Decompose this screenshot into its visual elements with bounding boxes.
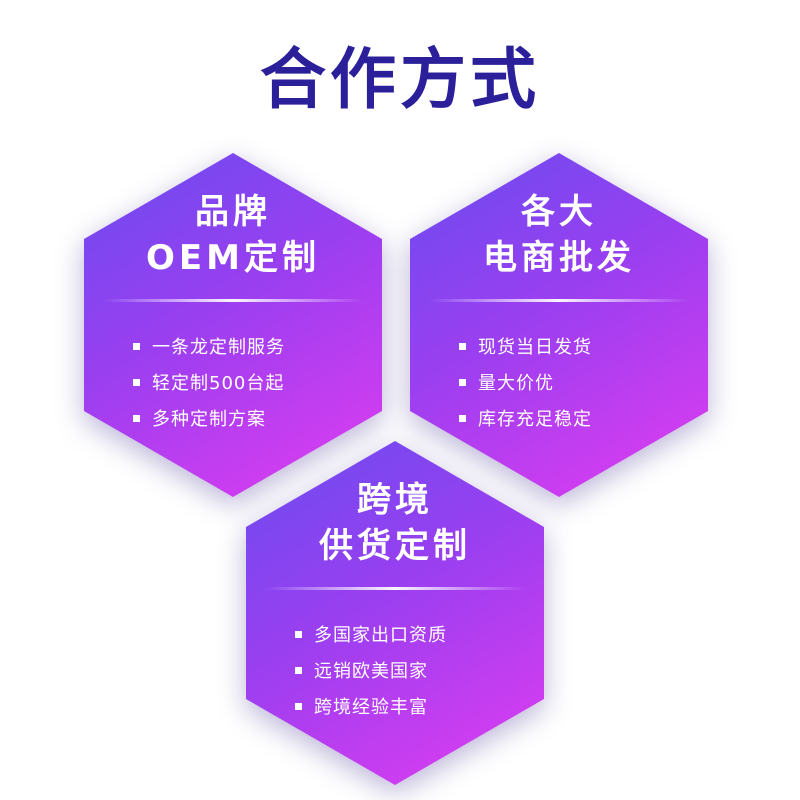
- feature-list: 多国家出口资质 远销欧美国家 跨境经验丰富: [295, 616, 495, 724]
- card-title-line1: 各大: [521, 192, 597, 232]
- card-title-line2: 电商批发: [483, 238, 635, 278]
- card-title-line2: OEM定制: [146, 238, 320, 278]
- card-brand-oem: 品牌 OEM定制 一条龙定制服务 轻定制500台起 多种定制方案: [84, 153, 382, 497]
- list-item: 跨境经验丰富: [295, 688, 495, 724]
- list-item: 轻定制500台起: [133, 364, 333, 400]
- feature-text: 多种定制方案: [152, 409, 266, 430]
- list-item: 远销欧美国家: [295, 652, 495, 688]
- card-ecommerce-wholesale: 各大 电商批发 现货当日发货 量大价优 库存充足稳定: [410, 153, 708, 497]
- list-item: 库存充足稳定: [459, 400, 659, 436]
- square-bullet-icon: [459, 342, 466, 350]
- card-title: 跨境 供货定制: [319, 477, 471, 569]
- card-title-line1: 跨境: [357, 480, 433, 520]
- square-bullet-icon: [459, 414, 466, 422]
- list-item: 量大价优: [459, 364, 659, 400]
- card-title: 各大 电商批发: [483, 189, 635, 281]
- list-item: 多国家出口资质: [295, 616, 495, 652]
- feature-text: 远销欧美国家: [314, 661, 428, 682]
- divider-line: [429, 299, 689, 302]
- list-item: 一条龙定制服务: [133, 328, 333, 364]
- square-bullet-icon: [295, 702, 302, 710]
- feature-text: 多国家出口资质: [314, 625, 447, 646]
- feature-text: 现货当日发货: [478, 337, 592, 358]
- feature-list: 一条龙定制服务 轻定制500台起 多种定制方案: [133, 328, 333, 436]
- square-bullet-icon: [133, 342, 140, 350]
- feature-text: 跨境经验丰富: [314, 697, 428, 718]
- square-bullet-icon: [133, 414, 140, 422]
- divider-line: [103, 299, 363, 302]
- list-item: 现货当日发货: [459, 328, 659, 364]
- square-bullet-icon: [295, 630, 302, 638]
- feature-text: 库存充足稳定: [478, 409, 592, 430]
- page-title: 合作方式: [260, 41, 540, 118]
- square-bullet-icon: [459, 378, 466, 386]
- card-title: 品牌 OEM定制: [146, 189, 320, 281]
- feature-text: 量大价优: [478, 373, 554, 394]
- card-title-line1: 品牌: [195, 192, 271, 232]
- square-bullet-icon: [295, 666, 302, 674]
- list-item: 多种定制方案: [133, 400, 333, 436]
- feature-text: 一条龙定制服务: [152, 337, 285, 358]
- feature-list: 现货当日发货 量大价优 库存充足稳定: [459, 328, 659, 436]
- card-cross-border: 跨境 供货定制 多国家出口资质 远销欧美国家 跨境经验丰富: [246, 441, 544, 785]
- feature-text: 轻定制500台起: [152, 373, 285, 394]
- card-title-line2: 供货定制: [319, 526, 471, 566]
- divider-line: [265, 587, 525, 590]
- square-bullet-icon: [133, 378, 140, 386]
